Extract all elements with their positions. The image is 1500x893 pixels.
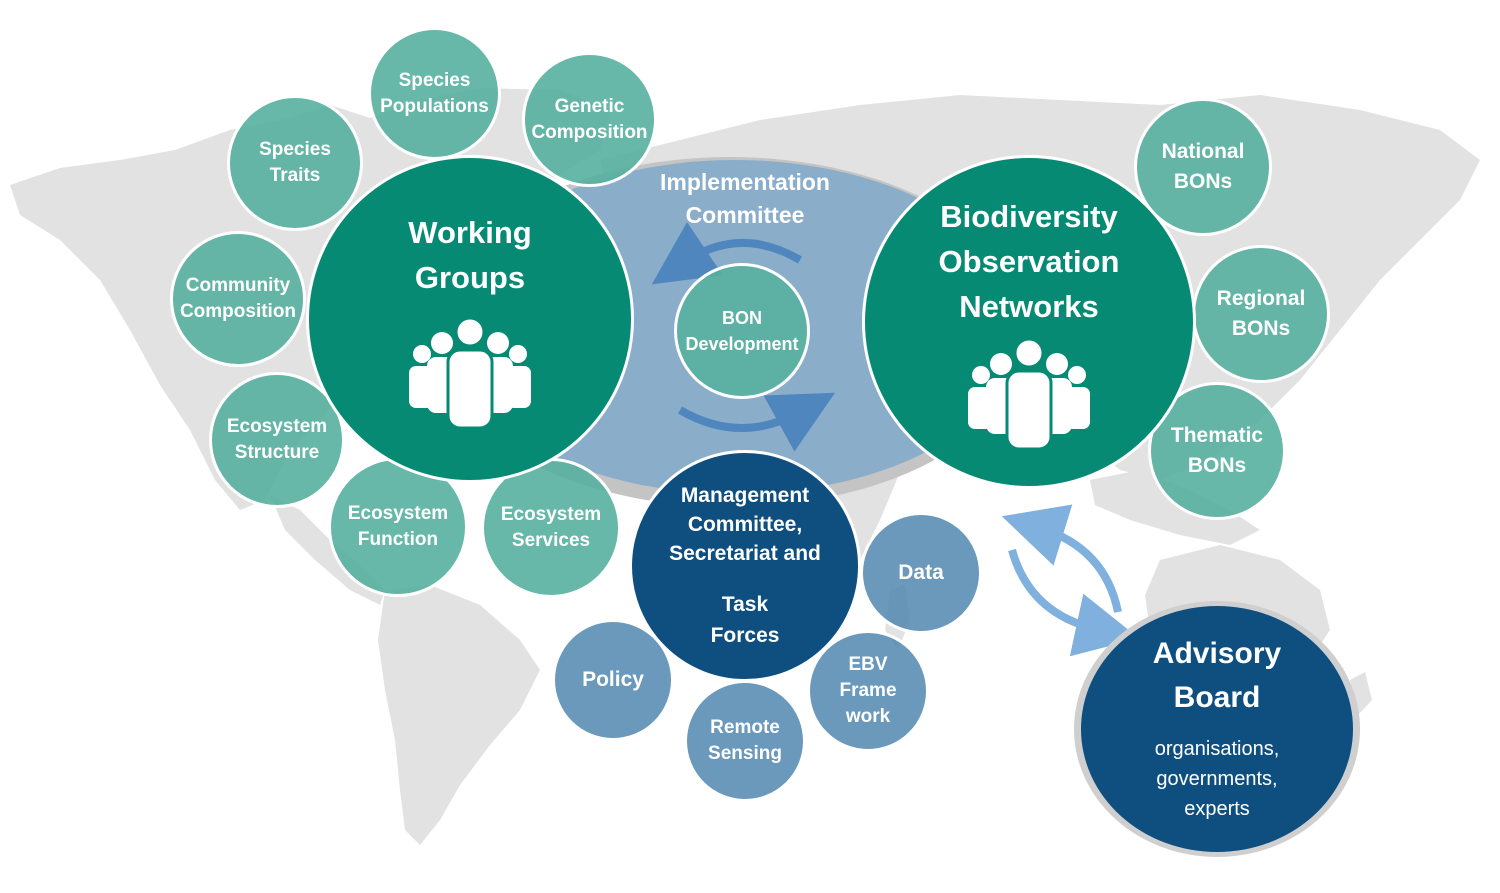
bon-development-line2: Development xyxy=(685,334,799,354)
bon-hub[interactable]: Biodiversity Observation Networks xyxy=(862,155,1196,489)
mgmt-item-line1: Policy xyxy=(582,668,644,691)
wg-item-line1: Ecosystem xyxy=(226,416,328,437)
mgmt-item-line1: Data xyxy=(898,561,944,584)
mgmt-line1: Management xyxy=(680,483,810,507)
mgmt-item-line2: Sensing xyxy=(708,743,782,764)
bon-development-line1: BON xyxy=(722,308,762,328)
wg-item-line1: Ecosystem xyxy=(347,503,449,524)
mgmt-ebv-framework[interactable]: EBV Frame work xyxy=(807,630,929,752)
mgmt-remote-sensing[interactable]: Remote Sensing xyxy=(684,680,806,802)
implementation-title-line1: Implementation xyxy=(660,169,830,195)
advisory-sub-line2: governments, xyxy=(1156,768,1278,790)
bon-development-node[interactable]: BON Development xyxy=(674,263,810,399)
wg-item-line2: Traits xyxy=(269,165,321,186)
wg-item-line1: Ecosystem xyxy=(500,504,602,525)
mgmt-line5: Forces xyxy=(710,623,780,647)
bon-title-line1: Biodiversity xyxy=(940,199,1118,234)
working-groups-hub[interactable]: Working Groups xyxy=(306,155,634,483)
people-group-icon xyxy=(409,318,531,430)
working-groups-title-line1: Working xyxy=(408,215,532,250)
people-group-icon xyxy=(968,339,1090,451)
wg-genetic-composition[interactable]: Genetic Composition xyxy=(522,52,657,187)
bon-item-line2: BONs xyxy=(1231,317,1291,340)
wg-item-line2: Services xyxy=(511,530,591,551)
management-committee-hub[interactable]: Management Committee, Secretariat and Ta… xyxy=(629,450,861,682)
wg-item-line1: Species xyxy=(398,69,471,91)
wg-species-populations[interactable]: Species Populations xyxy=(368,27,501,160)
mgmt-data[interactable]: Data xyxy=(860,512,982,634)
mgmt-line2: Committee, xyxy=(687,512,803,536)
implementation-title-line2: Committee xyxy=(685,202,805,228)
bon-item-line2: BONs xyxy=(1187,454,1247,477)
advisory-sub-line1: organisations, xyxy=(1154,738,1280,760)
bon-item-line1: National xyxy=(1161,140,1245,163)
mgmt-item-line2: Frame xyxy=(839,680,897,701)
wg-item-line1: Community xyxy=(185,275,291,296)
mgmt-line3: Secretariat and xyxy=(669,541,821,565)
implementation-committee-title: Implementation Committee xyxy=(630,166,860,232)
bon-title-line3: Networks xyxy=(959,289,1099,324)
mgmt-item-line1: Remote xyxy=(710,717,780,738)
bon-item-line2: BONs xyxy=(1173,170,1233,193)
wg-item-line2: Composition xyxy=(179,301,297,322)
wg-item-line2: Composition xyxy=(531,121,648,143)
wg-item-line2: Function xyxy=(357,529,439,550)
advisory-title-line1: Advisory xyxy=(1152,637,1282,670)
mgmt-policy[interactable]: Policy xyxy=(552,619,674,741)
wg-community-composition[interactable]: Community Composition xyxy=(170,231,306,367)
wg-species-traits[interactable]: Species Traits xyxy=(227,95,363,231)
bon-national[interactable]: National BONs xyxy=(1134,98,1272,236)
advisory-board-hub[interactable]: Advisory Board organisations, government… xyxy=(1081,606,1353,852)
wg-item-line1: Genetic xyxy=(554,95,625,117)
mgmt-item-line1: EBV xyxy=(848,654,888,675)
wg-item-line2: Populations xyxy=(380,95,489,117)
advisory-sub-line3: experts xyxy=(1184,798,1250,820)
bon-item-line1: Thematic xyxy=(1170,424,1264,447)
wg-item-line2: Structure xyxy=(234,442,320,463)
advisory-title-line2: Board xyxy=(1173,681,1261,714)
working-groups-title-line2: Groups xyxy=(414,260,526,295)
mgmt-line4: Task xyxy=(721,592,769,616)
wg-ecosystem-services[interactable]: Ecosystem Services xyxy=(481,458,621,598)
wg-ecosystem-structure[interactable]: Ecosystem Structure xyxy=(209,372,345,508)
mgmt-item-line3: work xyxy=(845,706,891,727)
wg-item-line1: Species xyxy=(259,139,331,160)
bon-item-line1: Regional xyxy=(1216,287,1306,310)
bon-title-line2: Observation xyxy=(938,244,1120,279)
bon-regional[interactable]: Regional BONs xyxy=(1192,245,1330,383)
